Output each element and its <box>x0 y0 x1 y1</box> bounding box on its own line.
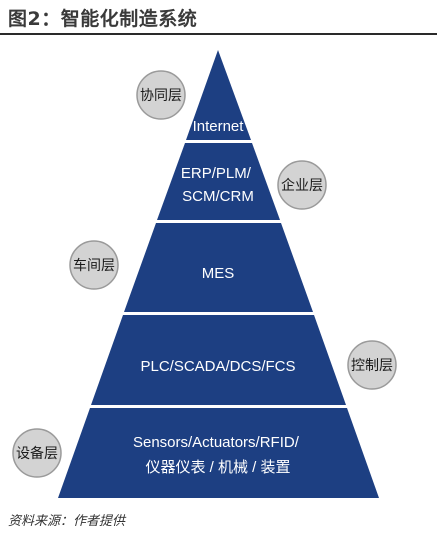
title-underline <box>0 33 437 35</box>
layer-label-device: 设备层 <box>16 445 58 462</box>
tier-mes-label: MES <box>202 265 235 282</box>
layer-bubble-device: 设备层 <box>12 428 62 478</box>
pyramid-tier-sensors: Sensors/Actuators/RFID/ 仪器仪表 / 机械 / 装置 <box>58 408 379 498</box>
tier-plc-label: PLC/SCADA/DCS/FCS <box>140 358 295 375</box>
figure-title: 图2：智能化制造系统 <box>8 8 198 30</box>
layer-label-collab: 协同层 <box>140 88 182 104</box>
layer-bubble-control: 控制层 <box>347 340 397 390</box>
layer-bubble-collab: 协同层 <box>136 70 186 120</box>
pyramid-tier-plc: PLC/SCADA/DCS/FCS <box>91 315 346 405</box>
layer-bubble-enterprise: 企业层 <box>277 160 327 210</box>
layer-label-control: 控制层 <box>351 358 393 374</box>
layer-label-enterprise: 企业层 <box>281 177 323 194</box>
tier-internet-label: Internet <box>193 118 245 135</box>
source-note: 资料来源：作者提供 <box>8 514 126 529</box>
pyramid-tier-mes: MES <box>124 223 313 312</box>
layer-label-workshop: 车间层 <box>73 257 115 274</box>
tier-sensors-label: Sensors/Actuators/RFID/ 仪器仪表 / 机械 / 装置 <box>133 434 303 476</box>
pyramid-tier-erp: ERP/PLM/ SCM/CRM <box>157 143 280 220</box>
tier-erp-label: ERP/PLM/ SCM/CRM <box>181 165 255 205</box>
layer-bubble-workshop: 车间层 <box>69 240 119 290</box>
pyramid-tier-internet: Internet <box>186 50 251 140</box>
